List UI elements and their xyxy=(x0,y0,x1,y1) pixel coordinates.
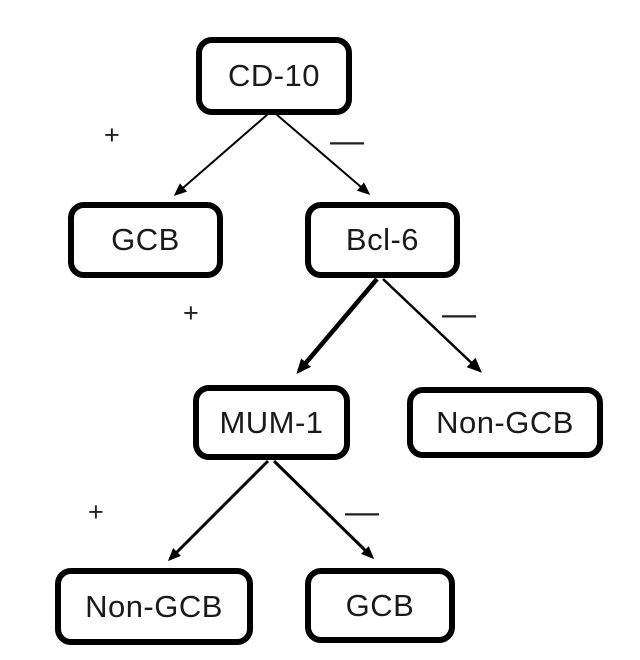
edge-label-cd10-negative: — xyxy=(330,122,364,160)
node-mum1: MUM-1 xyxy=(193,385,350,460)
edge-bcl6-to-mum1-arrow xyxy=(296,277,379,375)
node-cd10-label: CD-10 xyxy=(227,58,321,93)
node-nongcb-right-label: Non-GCB xyxy=(436,404,574,440)
edge-label-cd10-positive: + xyxy=(104,120,120,150)
edge-label-bcl6-positive: + xyxy=(183,298,199,328)
node-bcl6: Bcl-6 xyxy=(305,202,460,278)
edge-bcl6-to-nongcb-arrow xyxy=(382,278,482,373)
node-mum1-label: MUM-1 xyxy=(219,404,324,440)
node-gcb-bottom: GCB xyxy=(305,568,455,643)
edge-label-mum1-positive: + xyxy=(88,497,104,527)
node-bcl6-label: Bcl-6 xyxy=(345,222,420,257)
node-gcb-bottom-label: GCB xyxy=(345,587,415,623)
node-nongcb-bottom: Non-GCB xyxy=(55,568,253,645)
node-gcb-left-label: GCB xyxy=(111,222,180,257)
edge-cd10-to-gcb-arrow xyxy=(173,113,269,196)
node-gcb-left: GCB xyxy=(68,202,223,278)
node-cd10: CD-10 xyxy=(196,37,352,115)
edge-cd10-to-bcl6-arrow xyxy=(275,113,371,195)
edge-label-bcl6-negative: — xyxy=(442,295,476,333)
node-nongcb-right: Non-GCB xyxy=(407,387,603,458)
edge-mum1-to-nongcb-arrow xyxy=(167,459,270,562)
edge-label-mum1-negative: — xyxy=(345,493,379,531)
node-nongcb-bottom-label: Non-GCB xyxy=(85,588,223,624)
edge-mum1-to-gcb-arrow xyxy=(272,459,375,560)
